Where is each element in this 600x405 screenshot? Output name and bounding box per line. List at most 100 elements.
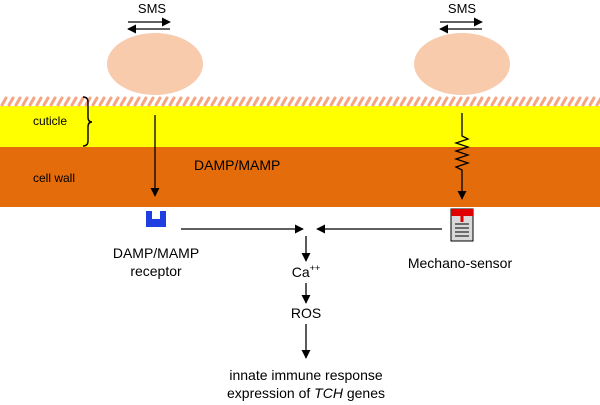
surface-hair <box>133 96 141 107</box>
surface-hair <box>399 96 407 107</box>
surface-hair <box>154 96 162 107</box>
surface-hair <box>105 96 113 107</box>
surface-hair <box>427 96 435 107</box>
surface-hairs <box>0 96 600 107</box>
surface-hair <box>497 96 505 107</box>
surface-hair <box>196 96 204 107</box>
cuticle-layer <box>0 106 600 147</box>
sms-label-right: SMS <box>448 1 477 16</box>
surface-hair <box>56 96 64 107</box>
surface-hair <box>14 96 22 107</box>
surface-hair <box>280 96 288 107</box>
ros-label: ROS <box>291 305 321 321</box>
surface-hair <box>343 96 351 107</box>
surface-hair <box>539 96 547 107</box>
piston-sensor-icon <box>450 208 474 242</box>
surface-hair <box>448 96 456 107</box>
surface-hair <box>420 96 428 107</box>
cuticle-bracket <box>82 96 93 147</box>
sms-arrows-left <box>127 17 171 34</box>
response-label-line1: innate immune response <box>229 367 383 383</box>
surface-hair <box>455 96 463 107</box>
surface-hair <box>245 96 253 107</box>
cell-wall-label: cell wall <box>33 171 75 185</box>
surface-hair <box>175 96 183 107</box>
surface-hair <box>483 96 491 107</box>
surface-hair <box>504 96 512 107</box>
surface-hair <box>315 96 323 107</box>
surface-hair <box>560 96 568 107</box>
cuticle-label: cuticle <box>33 114 67 128</box>
surface-hair <box>231 96 239 107</box>
contact-object-left <box>107 33 203 95</box>
response-label-line2: expression of TCH genes <box>227 385 385 401</box>
surface-hair <box>441 96 449 107</box>
surface-hair <box>574 96 582 107</box>
response-prefix: expression of <box>227 385 314 401</box>
cell-wall-layer <box>0 147 600 207</box>
calcium-superscript: ++ <box>310 263 321 273</box>
surface-hair <box>371 96 379 107</box>
surface-hair <box>217 96 225 107</box>
zigzag-spring-icon <box>453 113 471 200</box>
surface-hair <box>518 96 526 107</box>
surface-hair <box>490 96 498 107</box>
surface-hair <box>112 96 120 107</box>
surface-hair <box>378 96 386 107</box>
surface-hair <box>532 96 540 107</box>
surface-hair <box>294 96 302 107</box>
surface-hair <box>595 96 600 107</box>
surface-hair <box>182 96 190 107</box>
surface-hair <box>28 96 36 107</box>
surface-hair <box>224 96 232 107</box>
surface-hair <box>434 96 442 107</box>
surface-hair <box>70 96 78 107</box>
surface-hair <box>357 96 365 107</box>
surface-hair <box>147 96 155 107</box>
surface-hair <box>525 96 533 107</box>
calcium-label: Ca++ <box>292 263 320 280</box>
surface-hair <box>567 96 575 107</box>
surface-hair <box>119 96 127 107</box>
surface-hair <box>203 96 211 107</box>
surface-hair <box>287 96 295 107</box>
surface-hair <box>350 96 358 107</box>
surface-hair <box>546 96 554 107</box>
surface-hair <box>35 96 43 107</box>
surface-hair <box>49 96 57 107</box>
mechano-sensor-label: Mechano-sensor <box>408 255 513 271</box>
surface-hair <box>7 96 15 107</box>
contact-object-right <box>414 33 510 95</box>
surface-hair <box>210 96 218 107</box>
surface-hair <box>77 96 85 107</box>
surface-hair <box>406 96 414 107</box>
surface-hair <box>588 96 596 107</box>
surface-hair <box>238 96 246 107</box>
calcium-base: Ca <box>292 264 310 280</box>
surface-hair <box>413 96 421 107</box>
surface-hair <box>266 96 274 107</box>
surface-hair <box>161 96 169 107</box>
surface-hair <box>553 96 561 107</box>
surface-hair <box>336 96 344 107</box>
surface-hair <box>0 96 8 107</box>
surface-hair <box>42 96 50 107</box>
surface-hair <box>322 96 330 107</box>
u-shaped-receptor-icon <box>146 211 166 227</box>
damp-mamp-label: DAMP/MAMP <box>194 157 280 173</box>
surface-hair <box>140 96 148 107</box>
surface-hair <box>476 96 484 107</box>
surface-hair <box>469 96 477 107</box>
surface-hair <box>252 96 260 107</box>
surface-hair <box>273 96 281 107</box>
sms-label-left: SMS <box>138 1 167 16</box>
response-gene: TCH <box>314 385 344 401</box>
surface-hair <box>329 96 337 107</box>
surface-hair <box>581 96 589 107</box>
surface-hair <box>21 96 29 107</box>
receptor-label-line1: DAMP/MAMP <box>113 245 199 261</box>
surface-hair <box>168 96 176 107</box>
surface-hair <box>91 96 99 107</box>
